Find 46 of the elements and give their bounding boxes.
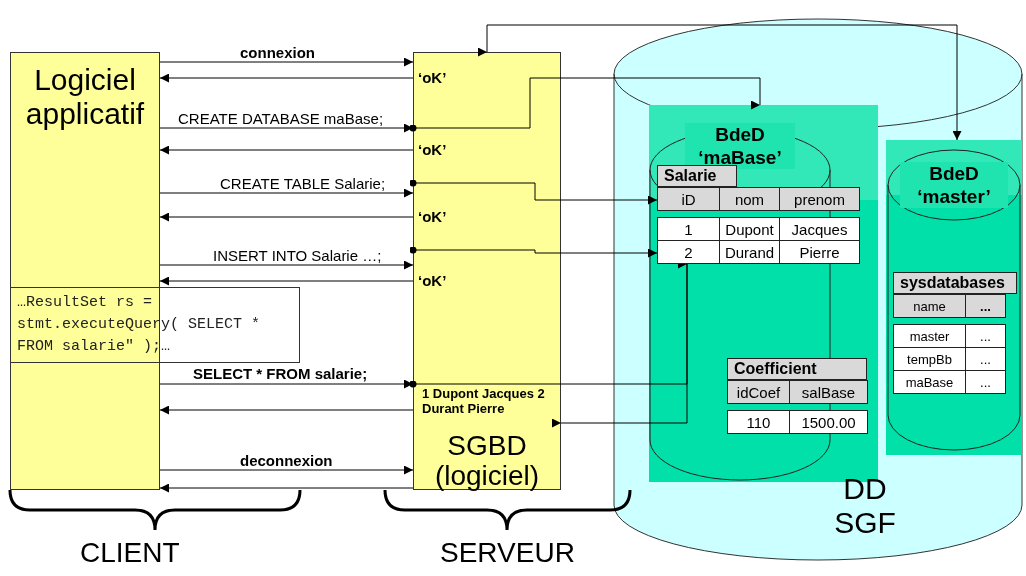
- block-title: SGBD (logiciel): [433, 431, 541, 491]
- table-value: 1500.00: [789, 410, 868, 434]
- edge-label: CREATE TABLE Salarie;: [220, 175, 386, 192]
- edge-label: connexion: [240, 44, 315, 61]
- table-value: 110: [727, 410, 790, 434]
- column-header: name: [893, 294, 966, 318]
- column-header: nom: [719, 187, 780, 211]
- table-title: sysdatabases: [893, 272, 1017, 294]
- edge-label: INSERT INTO Salarie …;: [213, 247, 382, 264]
- group-label: SERVEUR: [440, 536, 575, 570]
- table-title: Coefficient: [727, 358, 867, 380]
- arrow: [409, 246, 658, 258]
- edge-label: deconnexion: [240, 452, 333, 469]
- table-value: tempBb: [893, 347, 966, 371]
- arrow: [159, 465, 414, 475]
- column-header: ...: [965, 294, 1006, 318]
- column-header: prenom: [779, 187, 860, 211]
- arrow: [159, 188, 414, 198]
- arrow: [159, 57, 414, 67]
- database-cylinder: [886, 140, 1022, 455]
- table-value: Jacques: [779, 217, 860, 241]
- arrow: [159, 145, 414, 155]
- table-value: 2: [657, 240, 720, 264]
- column-header: idCoef: [727, 380, 790, 404]
- server-block: [413, 52, 561, 490]
- edge-label: SELECT * FROM salarie;: [193, 365, 368, 382]
- arrow: [159, 483, 414, 493]
- arrow: [159, 73, 414, 83]
- cylinder-label: DD SGF: [833, 472, 897, 540]
- arrow: [159, 276, 414, 286]
- table-value: ...: [965, 324, 1006, 348]
- table-value: Dupont: [719, 217, 780, 241]
- column-header: salBase: [789, 380, 868, 404]
- column-header: iD: [657, 187, 720, 211]
- table-value: master: [893, 324, 966, 348]
- group-label: CLIENT: [80, 536, 180, 570]
- arrow: [159, 260, 414, 270]
- code-box: [10, 287, 300, 363]
- table-value: 1: [657, 217, 720, 241]
- table-title: Salarie: [657, 165, 737, 187]
- block-title: Logiciel applicatif: [24, 63, 146, 131]
- database-title: BdeD ‘master’: [900, 162, 1008, 208]
- table-value: maBase: [893, 370, 966, 394]
- arrow: [159, 405, 414, 415]
- arrow: [409, 179, 658, 205]
- arrow: [159, 212, 414, 222]
